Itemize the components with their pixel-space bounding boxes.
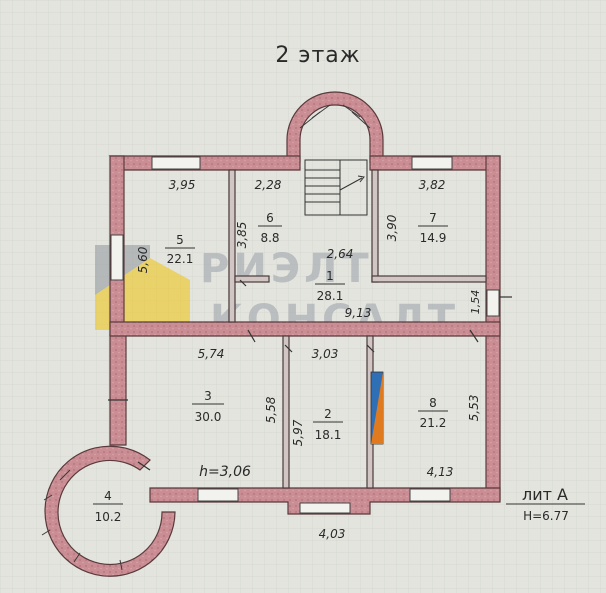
room-4-number: 4	[104, 489, 112, 503]
room-5-number: 5	[176, 233, 184, 247]
wall-mid-horizontal	[109, 321, 501, 337]
dim-3-90: 3,90	[385, 214, 399, 241]
dim-5-60: 5,60	[136, 246, 150, 273]
room-labels: 5 22.1 6 8.8 7 14.9 1 28.1 3 30.0 2 18.1…	[93, 211, 448, 524]
room-5-area: 22.1	[167, 252, 194, 266]
room-4-area: 10.2	[95, 510, 122, 524]
window-right	[486, 289, 500, 317]
door-panel	[370, 371, 384, 445]
room-1-area: 28.1	[317, 289, 344, 303]
room-2-area: 18.1	[315, 428, 342, 442]
window-bottom-left	[197, 488, 239, 502]
dim-5-58: 5,58	[264, 396, 278, 423]
ceiling-height: h=3,06	[199, 464, 251, 480]
door-ticks	[108, 279, 512, 471]
wall-top	[108, 155, 301, 171]
dim-5-97: 5,97	[291, 419, 305, 446]
lit-height: H=6.77	[523, 509, 569, 523]
wall-left-lower	[109, 334, 127, 446]
window-left	[110, 234, 124, 281]
dimension-labels: 3,95 2,28 3,82 5,60 3,85 3,90 2,64 9,13 …	[136, 178, 482, 541]
dim-3-82: 3,82	[419, 178, 446, 192]
window-bottom-right	[409, 488, 451, 502]
inner-walls	[228, 169, 487, 489]
room-3-area: 30.0	[195, 410, 222, 424]
floor-title: 2 этаж	[275, 43, 360, 68]
room-6-area: 8.8	[260, 231, 279, 245]
lit-marker: лит А H=6.77	[506, 485, 585, 523]
dim-4-03: 4,03	[319, 527, 346, 541]
window-top-right	[411, 156, 453, 170]
dim-1-54: 1,54	[469, 290, 482, 315]
room-3-number: 3	[204, 389, 212, 403]
dim-5-53: 5,53	[467, 395, 481, 422]
dim-2-28: 2,28	[255, 178, 282, 192]
dim-3-95: 3,95	[169, 178, 196, 192]
room-6-number: 6	[266, 211, 274, 225]
dim-3-03: 3,03	[312, 347, 339, 361]
room-7-number: 7	[429, 211, 437, 225]
window-bottom-mid	[299, 502, 351, 514]
room-2-number: 2	[324, 407, 332, 421]
staircase	[304, 159, 368, 216]
room-1-number: 1	[326, 269, 334, 283]
windows	[110, 156, 500, 514]
stair-tower	[286, 91, 384, 163]
room-7-area: 14.9	[420, 231, 447, 245]
lit-label: лит А	[522, 485, 568, 504]
room-8-area: 21.2	[420, 416, 447, 430]
window-top-left	[151, 156, 201, 170]
dim-4-13: 4,13	[427, 465, 454, 479]
dim-3-85: 3,85	[235, 222, 249, 249]
round-tower	[41, 445, 176, 577]
dim-9-13: 9,13	[345, 306, 372, 320]
dim-5-74: 5,74	[198, 347, 225, 361]
room-8-number: 8	[429, 396, 437, 410]
dim-2-64: 2,64	[327, 247, 354, 261]
